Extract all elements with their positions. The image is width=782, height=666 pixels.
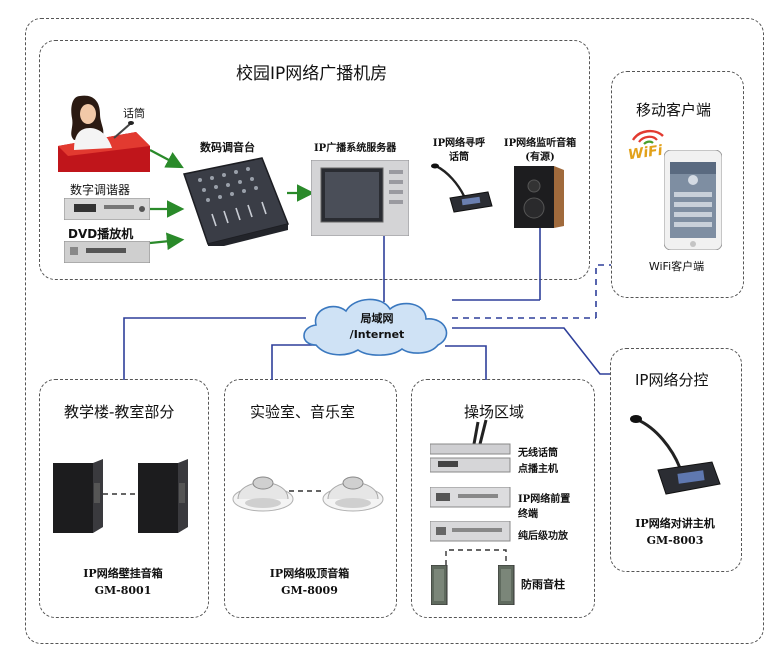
- ceiling-speaker-right: [322, 476, 384, 512]
- amp-label: 纯后级功放: [518, 531, 568, 542]
- smartphone-device: [664, 150, 722, 250]
- terminal-label-1: IP网络前置: [518, 494, 571, 505]
- intercom-caption-2: GM-8003: [646, 534, 704, 547]
- mobile-client-title: 移动客户端: [636, 101, 712, 119]
- wall-speaker-right: [138, 459, 188, 533]
- classroom-title: 教学楼-教室部分: [64, 403, 175, 421]
- classroom-caption-1: IP网络壁挂音箱: [83, 567, 163, 580]
- network-cloud: [303, 298, 448, 356]
- cloud-label-1: 局域网: [360, 312, 394, 325]
- lab-title: 实验室、音乐室: [250, 403, 356, 421]
- paging-mic-label-2: 话筒: [449, 152, 469, 163]
- paging-mic-label-1: IP网络寻呼: [432, 138, 486, 149]
- dvd-player-device: [64, 241, 150, 263]
- ip-control-title: IP网络分控: [635, 371, 709, 389]
- wireless-label-2: 点播主机: [518, 464, 558, 475]
- main-room-frame: [39, 40, 590, 280]
- column-speaker-right: [498, 565, 515, 605]
- main-room-title: 校园IP网络广播机房: [236, 64, 388, 84]
- ceiling-speaker-left: [232, 476, 294, 512]
- playground-frame: [411, 379, 595, 618]
- monitor-speaker-label-2: (有源): [525, 152, 555, 163]
- cloud-label-2: /Internet: [349, 328, 405, 341]
- wireless-mic-host-device: [430, 419, 511, 473]
- lab-caption-1: IP网络吸顶音箱: [269, 567, 350, 580]
- wifi-client-caption: WiFi客户端: [648, 260, 705, 273]
- lab-caption-2: GM-8009: [281, 584, 338, 597]
- mixer-device: [183, 157, 290, 246]
- terminal-label-2: 终端: [518, 509, 538, 520]
- announcer-icon: [58, 95, 150, 172]
- monitor-speaker-device: [514, 166, 564, 228]
- wall-speaker-left: [53, 459, 103, 533]
- playground-title: 操场区域: [464, 403, 525, 421]
- server-label: IP广播系统服务器: [314, 143, 397, 154]
- signal-arrows: [149, 149, 315, 251]
- monitor-speaker-label-1: IP网络监听音箱: [503, 138, 577, 149]
- dvd-label: DVD播放机: [68, 227, 134, 241]
- paging-microphone-device: [431, 163, 493, 213]
- intercom-caption-1: IP网络对讲主机: [635, 517, 715, 530]
- column-speaker-left: [431, 565, 448, 605]
- ip-control-frame: [610, 348, 742, 572]
- classroom-caption-2: GM-8001: [94, 584, 152, 597]
- wireless-label-1: 无线话筒: [518, 448, 558, 459]
- wifi-icon: [631, 129, 664, 145]
- mobile-client-frame: [611, 71, 744, 298]
- server-device: [311, 160, 409, 236]
- tuner-device: [64, 198, 150, 220]
- mixer-label: 数码调音台: [200, 141, 255, 154]
- tuner-label: 数字调谐器: [70, 183, 131, 197]
- network-terminal-device: [430, 487, 511, 508]
- power-amplifier-device: [430, 521, 511, 542]
- lab-frame: [224, 379, 397, 618]
- column-speaker-label: 防雨音柱: [521, 578, 565, 591]
- microphone-label: 话筒: [123, 107, 145, 120]
- outer-frame: [25, 18, 764, 644]
- intercom-host-device: [630, 415, 721, 495]
